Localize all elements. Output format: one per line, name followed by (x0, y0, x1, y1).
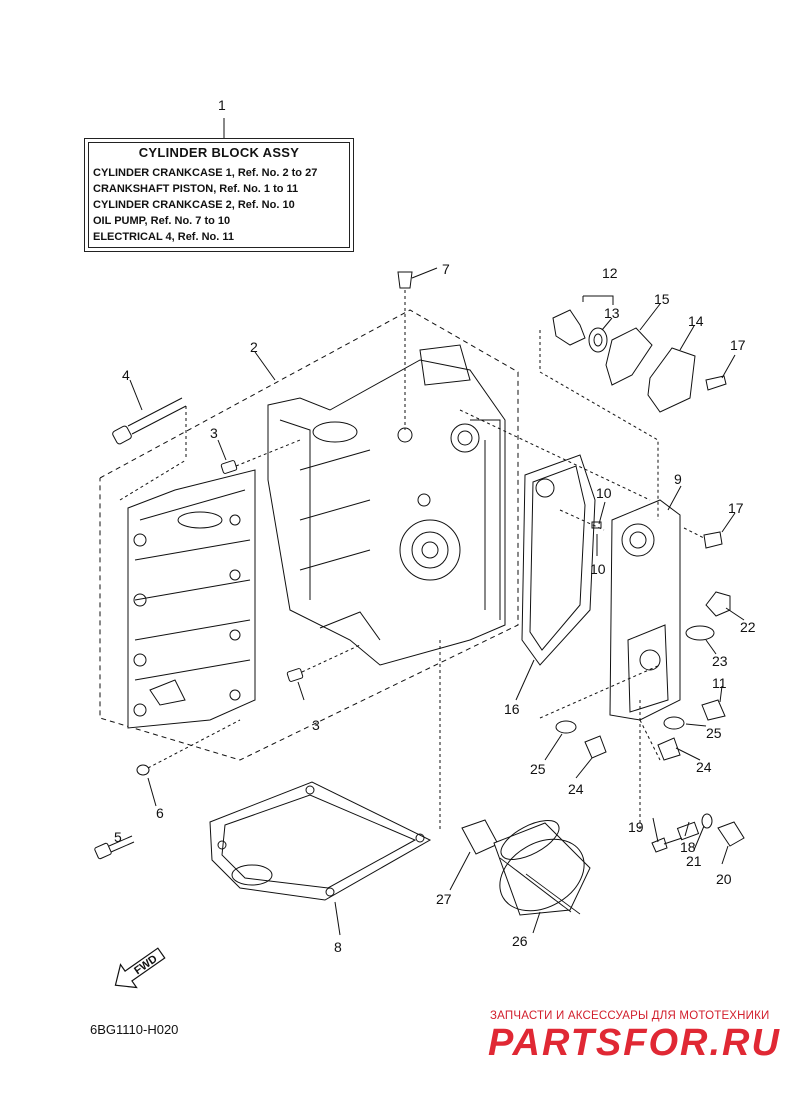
watermark-tagline: ЗАПЧАСТИ И АКСЕССУАРЫ ДЛЯ МОТОТЕХНИКИ (490, 1010, 770, 1022)
diagram-code: 6BG1110-H020 (90, 1022, 179, 1037)
gasket-part (209, 781, 432, 901)
callout-number: 20 (716, 871, 732, 887)
callout-number: 7 (442, 261, 450, 277)
callout-number: 4 (122, 367, 130, 383)
assembly-boundary (99, 309, 519, 761)
title-line: ELECTRICAL 4, Ref. No. 11 (93, 231, 234, 243)
callout-number: 18 (680, 839, 696, 855)
cylinder-crankcase-part (267, 344, 506, 666)
callout-number: 14 (688, 313, 704, 329)
callout-number: 1 (218, 97, 226, 113)
callout-number: 3 (312, 717, 320, 733)
callout-number: 23 (712, 653, 728, 669)
callout-number: 24 (568, 781, 584, 797)
oil-pump-part (609, 499, 681, 721)
callout-number: 25 (706, 725, 722, 741)
fwd-arrow-icon: FWD (114, 947, 166, 989)
title-line: CRANKSHAFT PISTON, Ref. No. 1 to 11 (93, 183, 299, 195)
callout-number: 10 (596, 485, 612, 501)
callout-number: 10 (590, 561, 606, 577)
callout-number: 21 (686, 853, 702, 869)
plug-part (397, 271, 413, 430)
assembly-heading: CYLINDER BLOCK ASSY (138, 145, 300, 160)
callout-number: 2 (250, 339, 258, 355)
cover-gasket-part (521, 454, 596, 666)
bolt-part (112, 397, 187, 501)
title-line: OIL PUMP, Ref. No. 7 to 10 (93, 215, 231, 227)
callout-number: 19 (628, 819, 644, 835)
cylinder-head-part (127, 469, 256, 729)
callout-number: 9 (674, 471, 682, 487)
callout-number: 26 (512, 933, 528, 949)
callout-number: 17 (728, 500, 744, 516)
callout-number: 13 (604, 305, 620, 321)
callout-number: 27 (436, 891, 452, 907)
callout-number: 3 (210, 425, 218, 441)
callout-number: 24 (696, 759, 712, 775)
dowel-pin-part (220, 439, 361, 682)
callout-number: 15 (654, 291, 670, 307)
callout-number: 22 (740, 619, 756, 635)
callout-number: 17 (730, 337, 746, 353)
callout-number: 12 (602, 265, 618, 281)
callout-number: 25 (530, 761, 546, 777)
callout-number: 11 (712, 675, 727, 691)
title-box: CYLINDER BLOCK ASSY CYLINDER CRANKCASE 1… (84, 138, 354, 252)
callout-number: 16 (504, 701, 520, 717)
callout-number: 8 (334, 939, 342, 955)
title-line: CYLINDER CRANKCASE 2, Ref. No. 10 (93, 199, 295, 211)
callout-number: 6 (156, 805, 164, 821)
callout-number: 5 (114, 829, 122, 845)
watermark-brand: PARTSFOR.RU (488, 1022, 781, 1064)
thermostat-group-part (552, 309, 727, 413)
title-line: CYLINDER CRANKCASE 1, Ref. No. 2 to 27 (93, 167, 318, 179)
bolt-washer-part (94, 719, 241, 860)
